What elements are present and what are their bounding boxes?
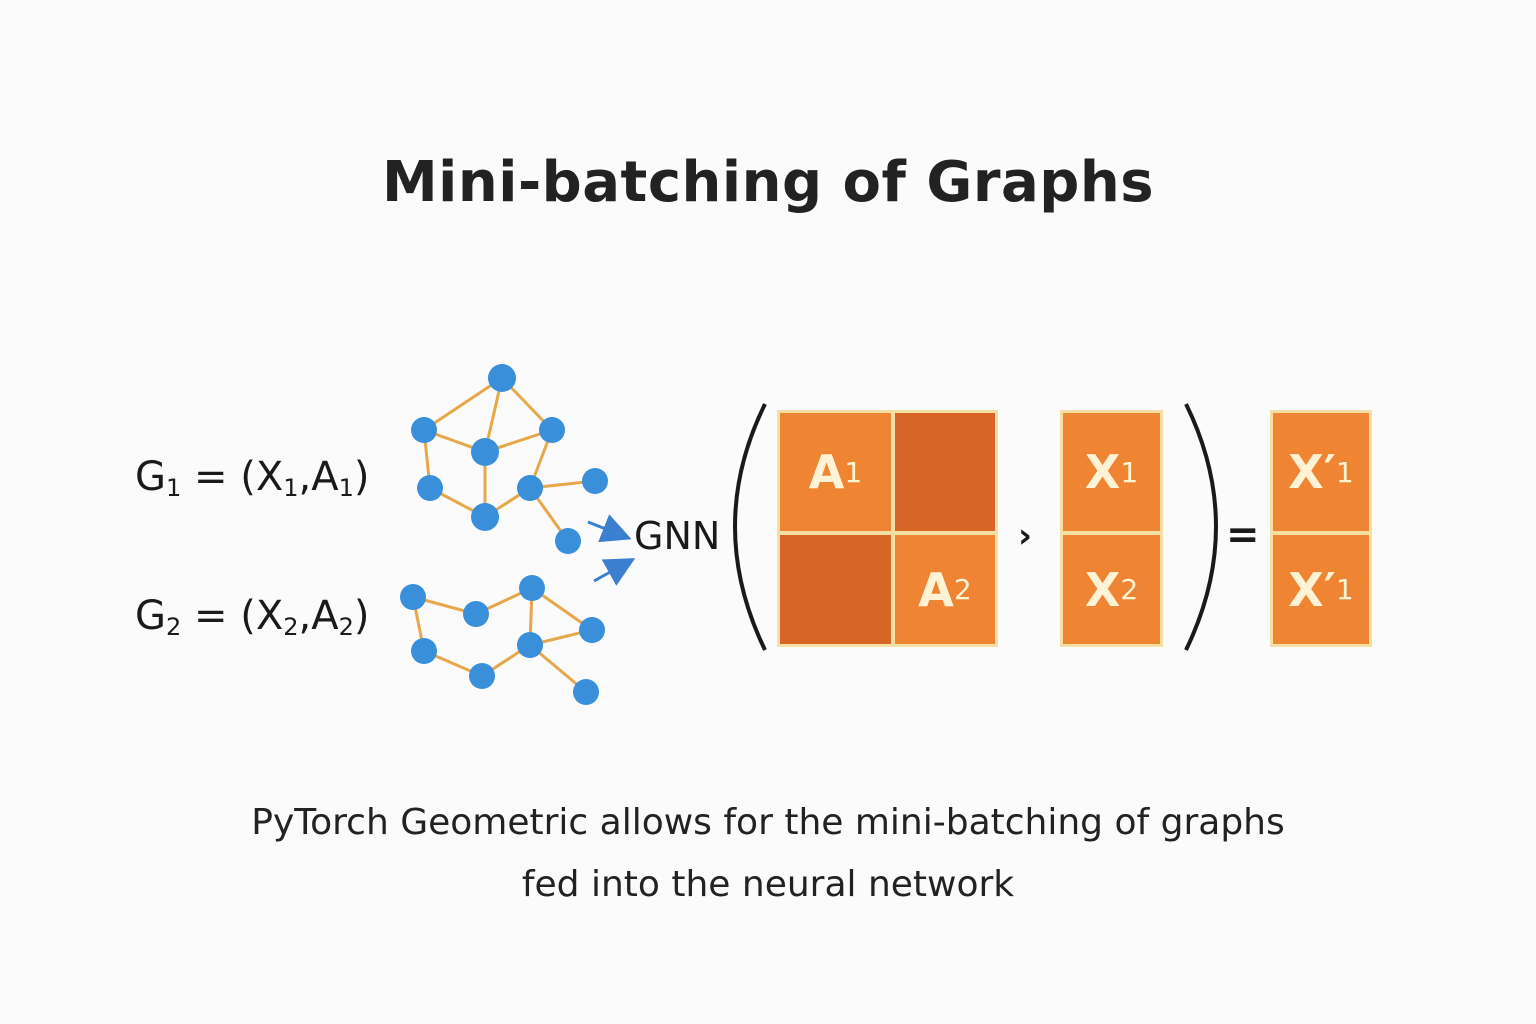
graph-node (417, 475, 443, 501)
graph-2-nodes (400, 575, 605, 705)
operator-symbol: › (1018, 516, 1033, 556)
graph-node (517, 632, 543, 658)
graph-node (469, 663, 495, 689)
graph-node (400, 584, 426, 610)
graph-node (411, 638, 437, 664)
arrow-2 (593, 558, 636, 586)
graph-node (411, 417, 437, 443)
equals-symbol: = (1226, 512, 1260, 558)
graph-2-equation: G2 = (X2,A2) (135, 593, 370, 641)
graph-1-nodes (411, 364, 608, 554)
matrix-block-zero-top (892, 410, 998, 534)
graph-node (488, 364, 516, 392)
right-paren (1184, 403, 1218, 651)
page-title: Mini-batching of Graphs (381, 150, 1155, 215)
left-paren (733, 403, 767, 651)
caption-line-2: fed into the neural network (521, 864, 1015, 905)
graph-2 (411, 586, 593, 694)
arrow-1 (587, 514, 632, 543)
graph-node (471, 438, 499, 466)
output-block-1: X′1 (1270, 410, 1372, 534)
graph-node (582, 468, 608, 494)
graph-1 (422, 376, 596, 542)
graph-1-equation: G1 = (X1,A1) (135, 454, 370, 502)
graph-node (519, 575, 545, 601)
output-block-2: X′1 (1270, 532, 1372, 647)
graph-node (555, 528, 581, 554)
graph-node (579, 617, 605, 643)
graph-node (471, 503, 499, 531)
graph-node (539, 417, 565, 443)
matrix-block-zero-bottom (777, 532, 894, 647)
graph-node (573, 679, 599, 705)
graph-node (517, 475, 543, 501)
graph-node (463, 601, 489, 627)
gnn-label: GNN (634, 514, 721, 558)
caption-line-1: PyTorch Geometric allows for the mini-ba… (251, 802, 1285, 843)
